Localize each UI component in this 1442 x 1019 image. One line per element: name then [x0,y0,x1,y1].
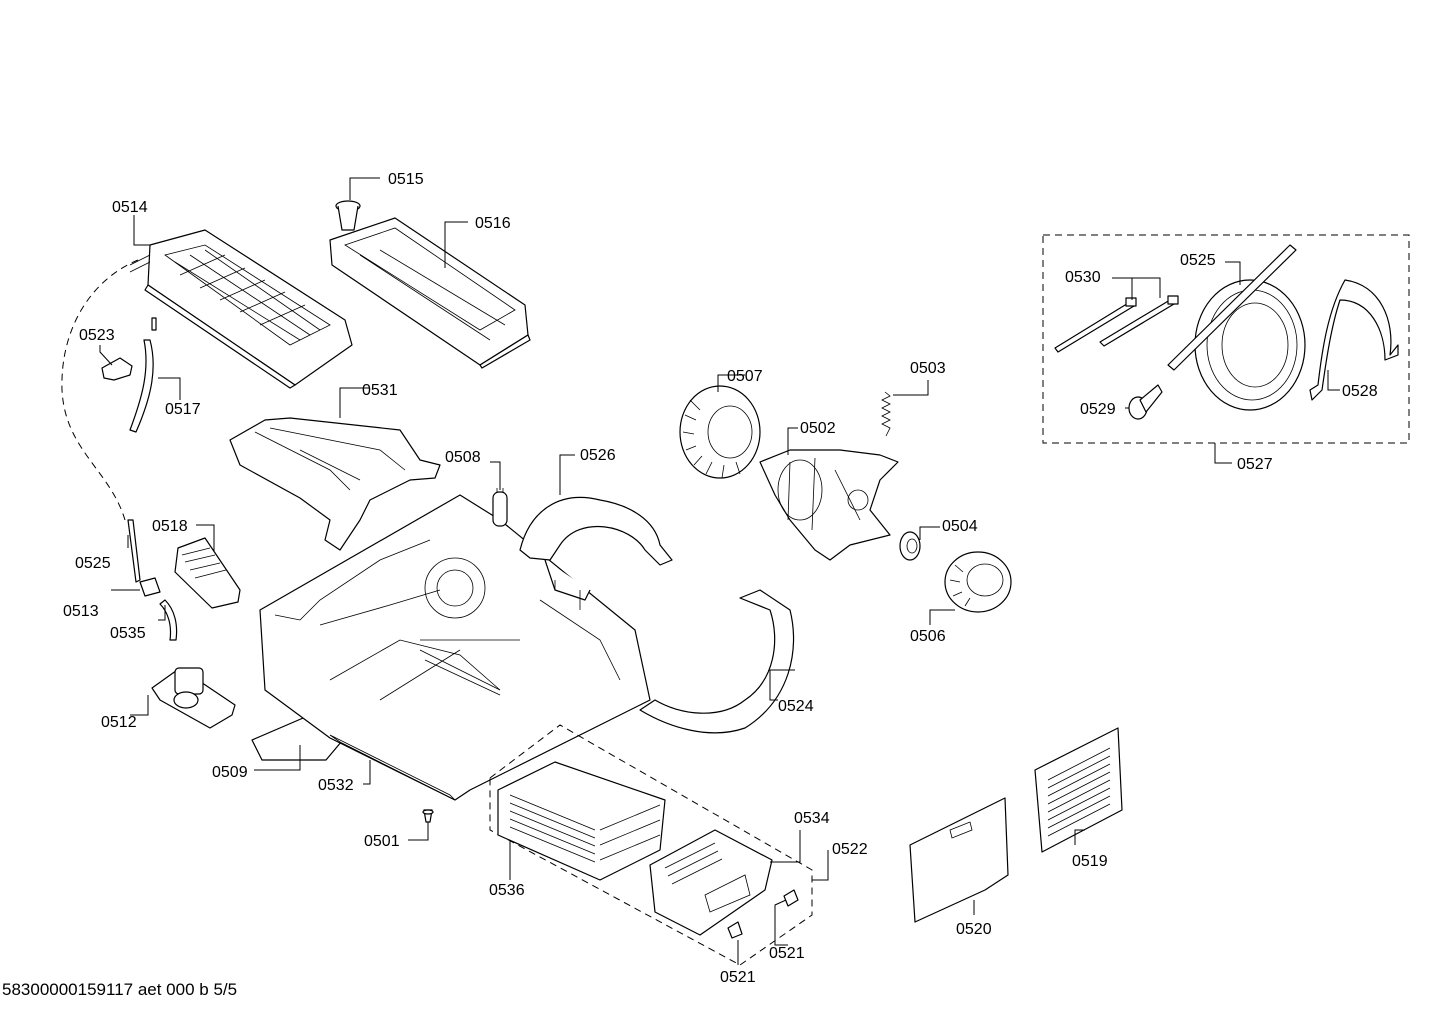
label-0502: 0502 [800,420,836,437]
label-0526: 0526 [580,447,616,464]
label-0531: 0531 [362,382,398,399]
part-0506-fan-wheel [944,551,1012,613]
label-0530: 0530 [1065,269,1101,286]
part-0524-seal-strip [639,589,795,734]
label-0525-kit: 0525 [1180,252,1216,269]
label-0506: 0506 [910,628,946,645]
label-0522: 0522 [832,841,868,858]
part-0531-air-duct [229,417,441,551]
part-0508-capacitor [492,488,508,527]
label-0507: 0507 [727,368,763,385]
part-0525-cable-left [127,519,141,583]
part-0502-motor [759,449,899,561]
label-0523: 0523 [79,327,115,344]
part-0512-pump [151,667,236,729]
label-0509: 0509 [212,764,248,781]
part-0514-condensate-container [129,229,353,389]
label-0519: 0519 [1072,853,1108,870]
leader-lines [99,177,1340,965]
kit-0527-boundary [1042,234,1410,444]
label-0517: 0517 [165,401,201,418]
label-0518: 0518 [152,518,188,535]
part-0523-clip [101,357,133,381]
part-0519-grille [1034,727,1123,853]
part-0515-filling-spout [335,200,361,231]
part-number-labels: 0514 0515 0516 0523 0517 0531 0525 0518 … [63,171,1378,986]
part-0517-hose [129,339,154,433]
label-0521-right: 0521 [769,945,805,962]
label-0520: 0520 [956,921,992,938]
part-0513-connector [139,577,161,597]
label-0503: 0503 [910,360,946,377]
label-0501: 0501 [364,833,400,850]
label-0527: 0527 [1237,456,1273,473]
label-0514: 0514 [112,199,148,216]
part-0526-drum-support [519,496,673,610]
part-0525-coiled-hose [1167,244,1306,411]
part-0521-latch-left [727,921,743,939]
part-0521-latch-right [783,889,799,907]
label-0512: 0512 [101,714,137,731]
part-0507-fan-wheel [679,385,761,479]
part-0530-cable-ties [1054,295,1179,353]
part-0520-service-flap [909,797,1009,923]
label-0504: 0504 [942,518,978,535]
part-0535-hose-short [159,599,178,641]
label-0532: 0532 [318,777,354,794]
part-0536-heat-exchanger [497,761,666,881]
assembly-0522-boundary [489,724,813,966]
part-0528-hose-holder [1309,279,1399,401]
label-0525-left: 0525 [75,555,111,572]
part-0529-hose-adapter [1128,384,1163,420]
label-0536: 0536 [489,882,525,899]
label-0529: 0529 [1080,401,1116,418]
part-0503-spring [881,391,891,437]
label-0534: 0534 [794,810,830,827]
label-0516: 0516 [475,215,511,232]
label-0535: 0535 [110,625,146,642]
label-0508: 0508 [445,449,481,466]
label-0524: 0524 [778,698,814,715]
label-0515: 0515 [388,171,424,188]
part-0534-filter-insert [649,829,773,936]
label-0521-left: 0521 [720,969,756,986]
part-0518-cover [174,537,241,609]
label-0513: 0513 [63,603,99,620]
document-footer: 58300000159117 aet 000 b 5/5 [2,980,238,999]
part-0504-coupling [899,531,921,561]
label-0528: 0528 [1342,383,1378,400]
hose-route-dashed [61,259,139,521]
part-0501-screw [422,809,434,823]
part-0516-water-container [329,217,531,369]
